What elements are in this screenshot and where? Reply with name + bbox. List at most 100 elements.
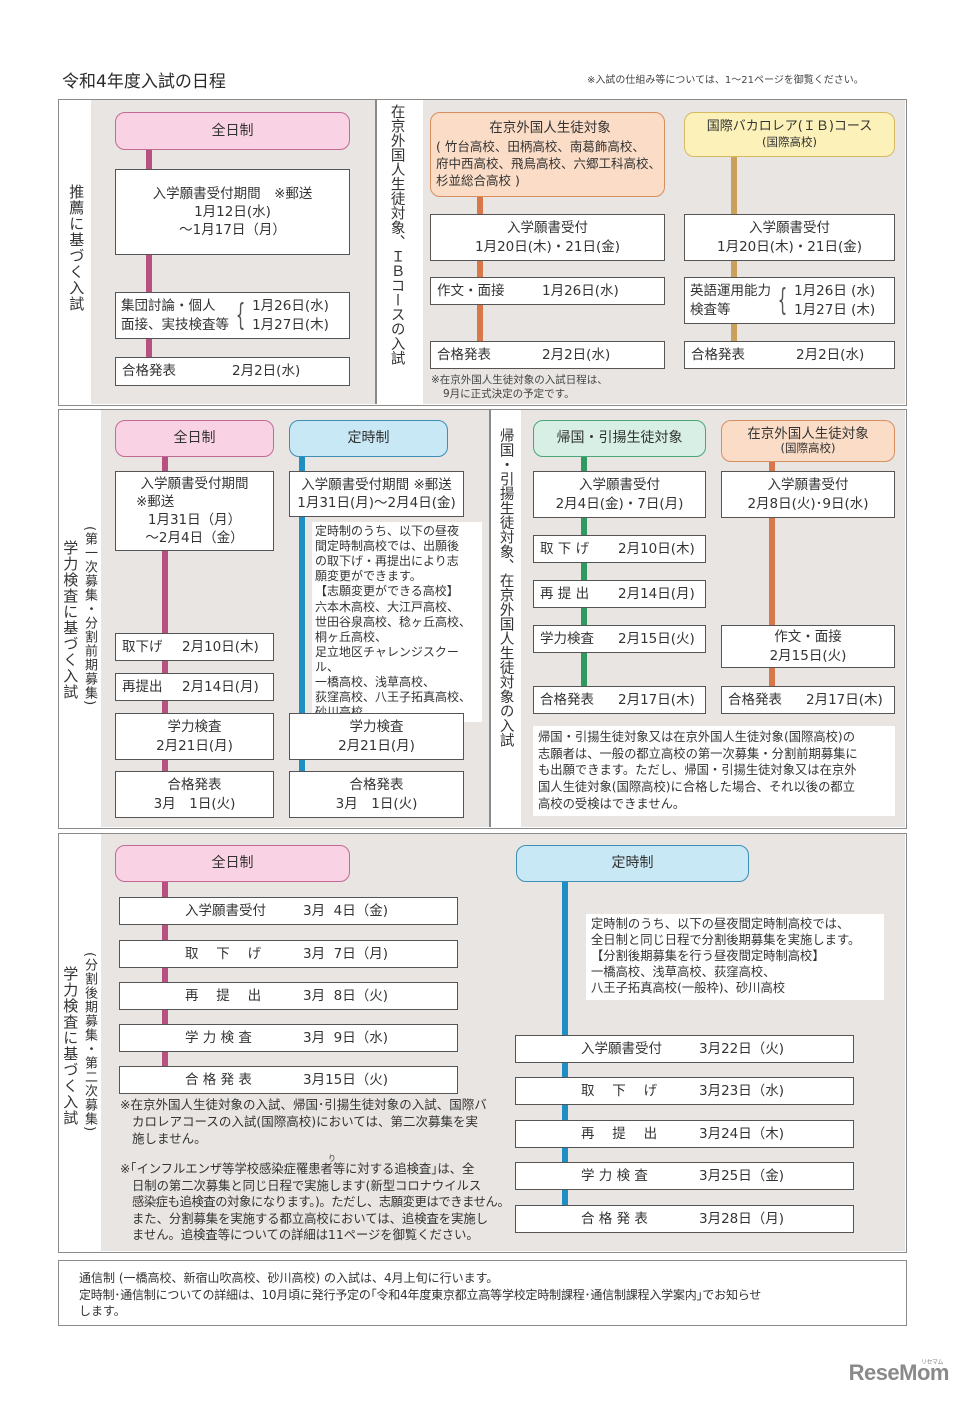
step-label: 再 提 出 [540,585,590,602]
school-list: 杉並総合高校 ) [436,173,520,189]
step-result: 合格発表 2月2日(水) [430,341,665,369]
note-line: 通信制 (一橋高校、新宿山吹高校、砂川高校) の入試は、4月上旬に行います。 [79,1271,499,1285]
step-date: 3月23日（水) [699,1082,785,1099]
step-resubmit: 再提出 2月14日(月) [115,673,274,701]
header-sublabel: (国際高校) [762,135,817,150]
step-label: 学力検査 [349,719,404,736]
step-exam: 学 力 検 査 3月25日（金) [515,1162,854,1190]
step-exam: 学力検査 2月15日(火) [533,625,706,653]
step-date: 3月 4日（金) [303,902,389,919]
note-line: も出願できます。ただし、帰国・引揚生徒対象又は在京外 [538,763,857,778]
page-note: ※入試の仕組み等については、1～21ページを御覧ください。 [587,75,864,86]
step-date: 1月26日 (水) [794,282,876,299]
step-withdraw: 取 下 げ 3月23日（水) [515,1077,854,1105]
step-date: 3月 8日（火) [303,987,389,1004]
step-date: 1月20日(木)・21日(金) [716,238,862,255]
resemom-logo: ReseMom リセマム [848,1360,950,1386]
step-date: 3月 7日（月) [303,945,389,962]
recommendation-label: 推薦に基づく入試 [67,184,86,312]
note-line: 六本木高校、大江戸高校、 [315,599,460,614]
note-line: 【分割後期募集を行う昼夜間定時制高校】 [591,948,825,963]
step-application: 入学願書受付期間 ※郵送 1月31日（月） ～2月4日（金） [115,471,274,551]
step-label: 合格発表 [437,346,491,363]
step-label: 入学願書受付 [507,220,588,237]
step-date: 1月31日（月） [147,512,242,528]
step-date: 1月27日 (木) [794,301,876,318]
step-label: 学 力 検 査 [185,1029,252,1046]
step-date: 2月2日(水) [542,346,611,363]
header-label: 定時制 [611,855,654,872]
step-label: 入学願書受付 [185,902,266,919]
step-resubmit: 再 提 出 3月 8日（火) [119,982,458,1010]
step-withdraw: 取 下 げ 3月 7日（月) [119,940,458,968]
step-label: 合格発表 [122,363,176,380]
header-fulltime-second: 全日制 [115,845,350,882]
header-label: 在京外国人生徒対象 [489,120,611,137]
step-date: 2月10日(木) [618,540,695,557]
step-date: 1月26日(水) [252,297,329,314]
note-line: ※｢インフルエンザ等学校感染症罹患者等に対する追検査｣は、全 [120,1162,475,1176]
step-date: 3月22日（火) [699,1040,785,1057]
step-date: 2月21日(月) [338,737,415,754]
header-fulltime-first: 全日制 [115,420,274,457]
ruby-ri: り [328,1154,336,1163]
note-line: 志願者は、一般の都立高校の第一次募集・分割前期募集に [538,746,858,761]
note-line: 日制の第二次募集と同じ日程で実施します(新型コロナウイルス [132,1178,482,1193]
step-resubmit: 再 提 出 3月24日（木) [515,1120,854,1148]
note-line: 世田谷泉高校、稔ヶ丘高校、 [315,614,472,629]
section-second-round: 学力検査に基づく入試 (分割後期募集・第二次募集) [58,833,907,1253]
step-result: 合格発表 2月2日(水) [115,357,350,386]
step-result: 合格発表 2月2日(水) [684,341,895,369]
footer-note: 通信制 (一橋高校、新宿山吹高校、砂川高校) の入試は、4月上旬に行います。 定… [58,1260,907,1326]
step-date: 3月28日（月) [699,1210,785,1227]
step-label: 取 下 げ [185,945,262,962]
step-label: 合 格 発 表 [185,1071,252,1088]
step-date: 2月14日(月) [618,585,695,602]
step-label: 取 下 げ [581,1082,658,1099]
step-label: 再提出 [122,678,163,695]
note-line: 間定時制高校では、出願後 [315,539,460,554]
step-interview: 作文・面接 1月26日(水) [430,277,665,305]
note-line: 全日制と同じ日程で分割後期募集を実施します。 [591,932,861,947]
header-label: 全日制 [173,430,216,447]
school-list: ( 竹台高校、田柄高校、南葛飾高校、 [436,138,645,154]
step-label: 面接、実技検査等 [121,316,229,333]
parttime-split-note: 定時制のうち、以下の昼夜間定時制高校では、 全日制と同じ日程で分割後期募集を実施… [586,914,884,1000]
step-date: 1月12日(水) [194,203,271,220]
step-label: 作文・面接 [774,629,842,646]
step-label: 検査等 [690,301,731,318]
step-date: 1月27日(木) [252,316,329,333]
header-label: 定時制 [347,430,390,447]
step-label: 再 提 出 [185,987,262,1004]
foreign-ib-label: 在京外国人生徒対象、ＩＢコースの入試 [388,104,405,365]
second-round-label: 学力検査に基づく入試 [61,966,80,1126]
logo-text: ReseMom [848,1360,950,1385]
note-line: 定時制のうち、以下の昼夜間定時制高校では、 [591,917,850,931]
step-result: 合 格 発 表 3月15日（火) [119,1066,458,1094]
step-date: 3月24日（木) [699,1125,785,1142]
step-label: 学力検査 [540,630,594,647]
step-label: 英語運用能力 [690,282,771,299]
step-label: 再 提 出 [581,1125,658,1142]
note-line: 桐ヶ丘高校、 [315,629,388,644]
logo-ruby: リセマム [920,1360,944,1366]
step-application: 入学願書受付 1月20日(木)・21日(金) [684,214,895,261]
step-date: ～1月17日（月） [179,222,286,239]
header-label: 在京外国人生徒対象 [747,426,869,442]
note-line: 一橋高校、浅草高校、荻窪高校、 [591,964,776,979]
step-exam: 学力検査 2月21日(月) [115,713,274,760]
header-returnee: 帰国・引揚生徒対象 [533,420,706,457]
step-date: 3月25日（金) [699,1167,785,1184]
step-result: 合格発表 3月 1日(火) [289,771,464,818]
step-result: 合 格 発 表 3月28日（月) [515,1205,854,1233]
step-application: 入学願書受付 1月20日(木)・21日(金) [430,214,665,261]
step-date: 2月21日(月) [156,737,233,754]
step-date: 2月17日(木) [618,691,695,708]
step-date: 3月15日（火) [303,1071,389,1088]
step-result: 合格発表 2月17日(木) [533,686,706,714]
header-sublabel: (国際高校) [780,441,836,456]
header-label: 全日制 [211,855,254,872]
note-line: します。 [79,1304,126,1319]
step-application: 入学願書受付期間 ※郵送 1月12日(水) ～1月17日（月） [115,169,350,255]
step-label: 学力検査 [167,719,222,736]
